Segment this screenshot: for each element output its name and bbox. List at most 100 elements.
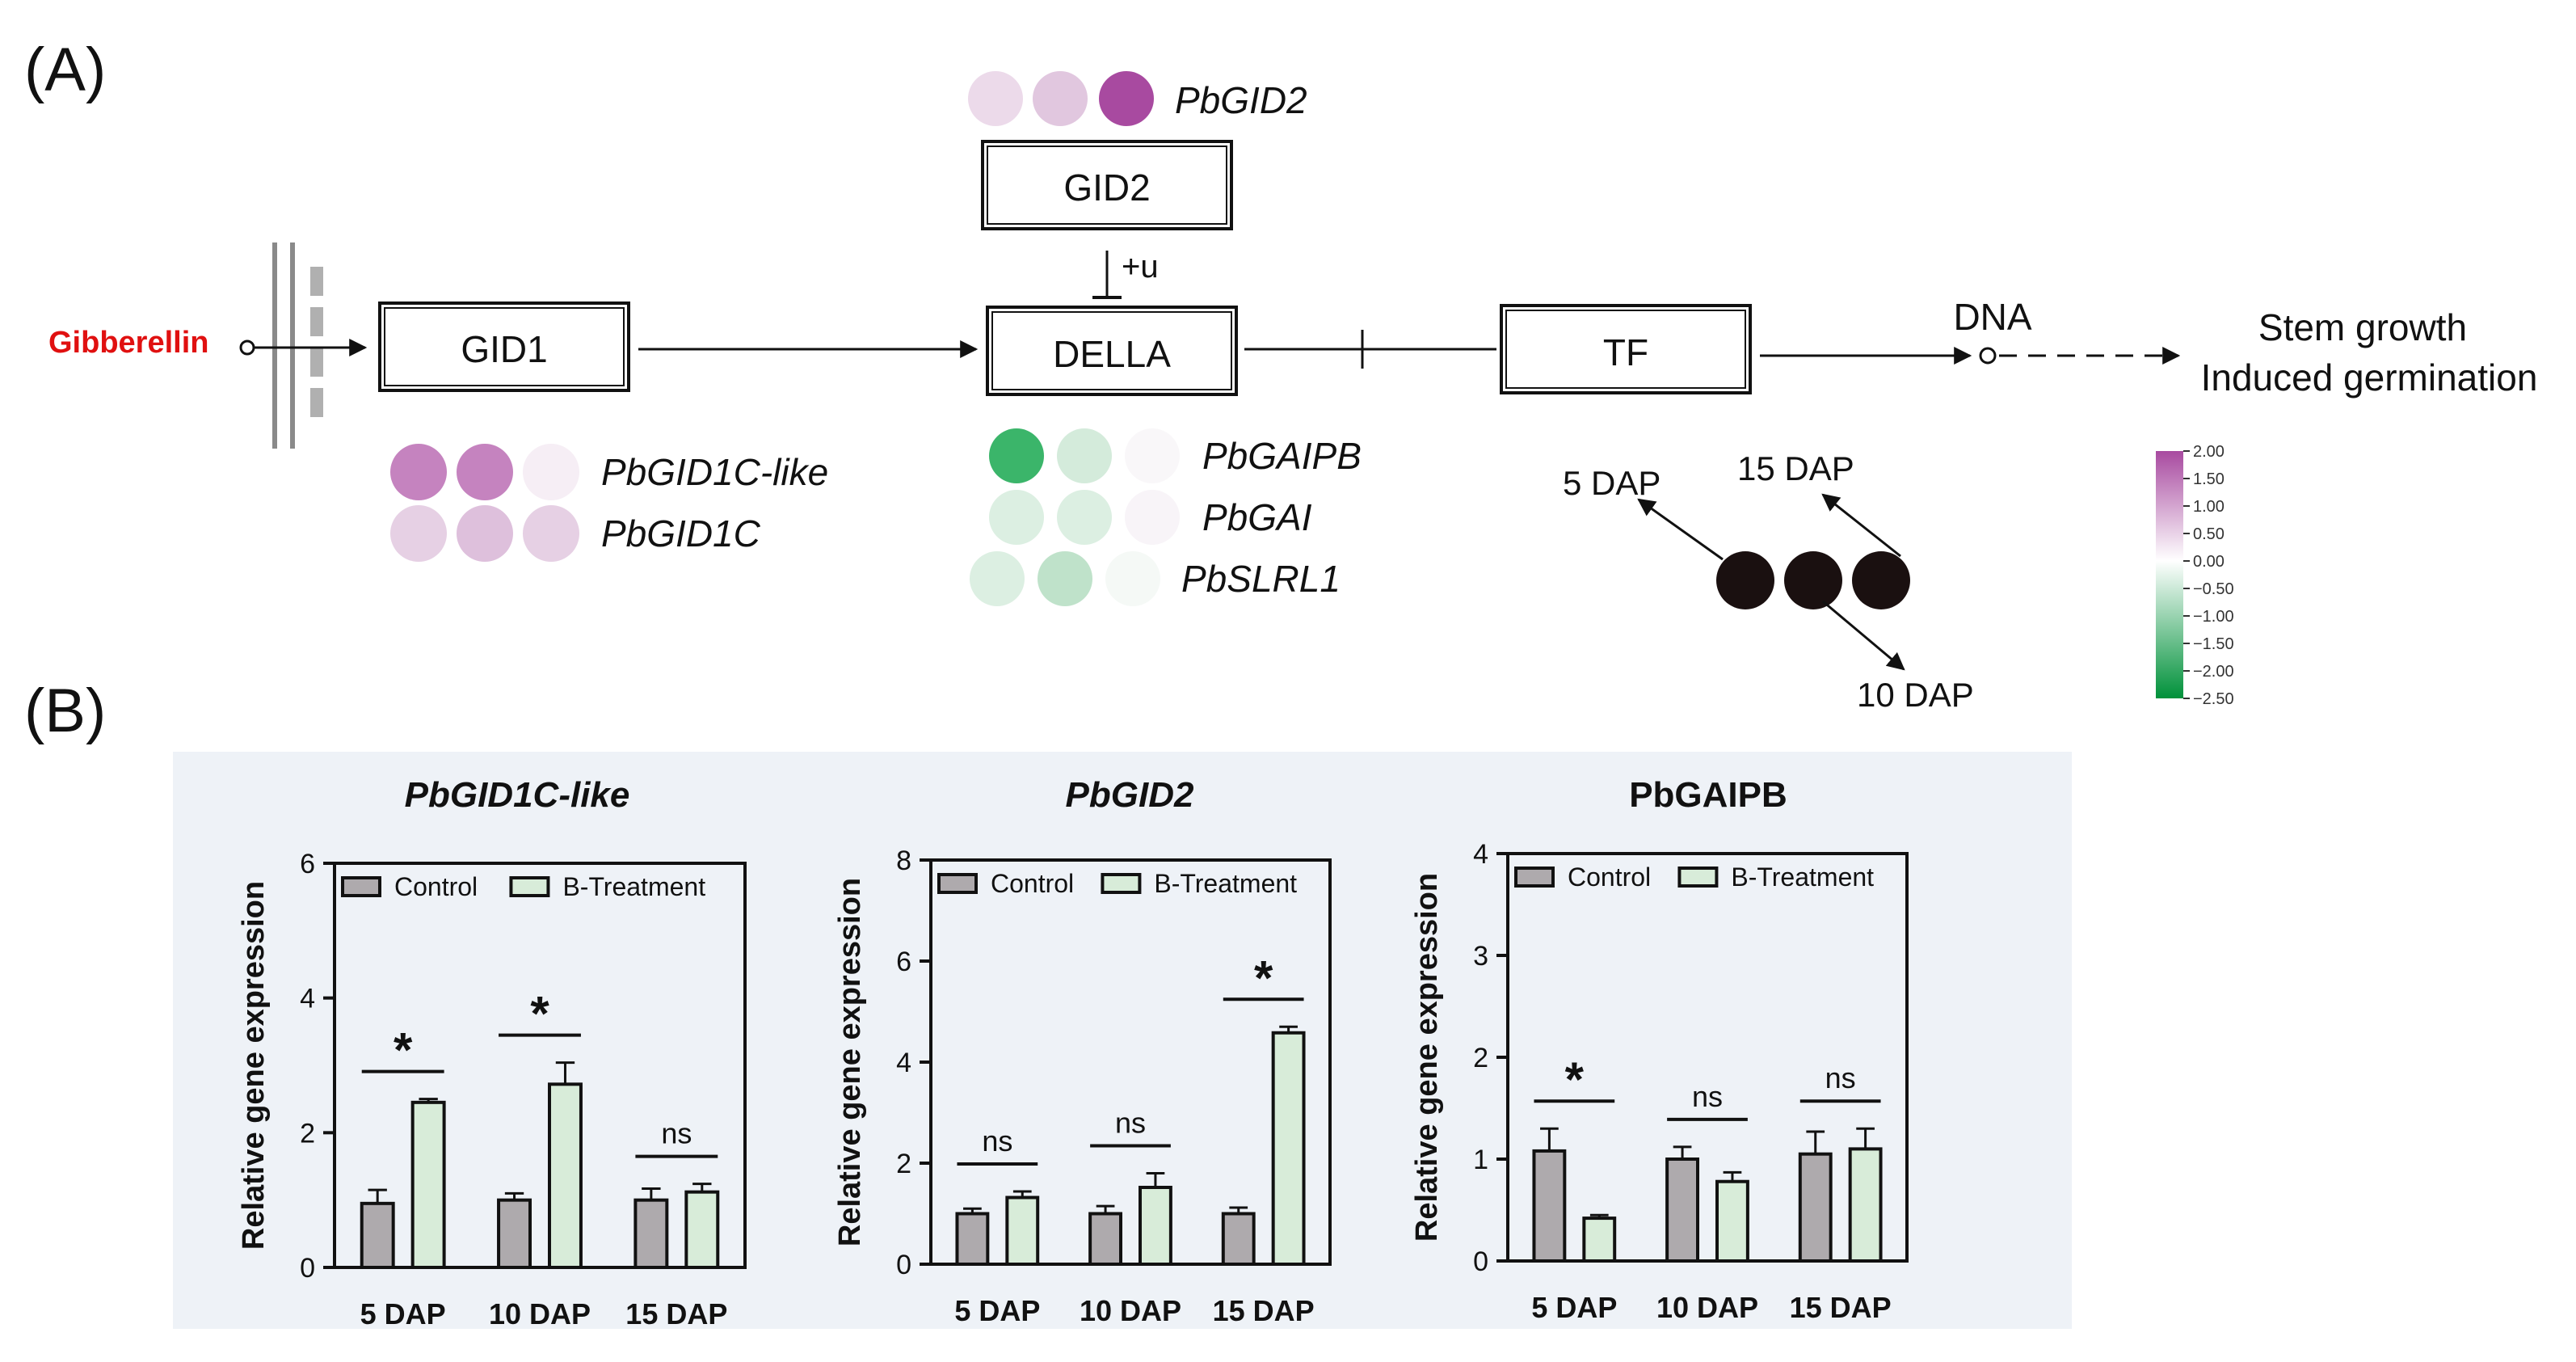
plot-frame <box>333 862 747 1269</box>
heat-dot <box>968 71 1023 126</box>
gene-label-pbgid1c: PbGID1C <box>601 512 761 554</box>
bar-treatment <box>1271 1031 1306 1266</box>
significance-label: ns <box>661 1117 692 1150</box>
significance-label: * <box>1565 1052 1585 1107</box>
colorbar-tick-label: 1.00 <box>2193 498 2225 516</box>
della-box-inner <box>991 311 1232 390</box>
bar-control <box>633 1198 669 1269</box>
dna-label: DNA <box>1953 296 2031 338</box>
tf-box-inner <box>1505 310 1746 389</box>
heatmap-pbgid2: PbGID2 <box>968 71 1307 126</box>
heat-dot <box>1125 490 1180 545</box>
chart-title: PbGAIPB <box>1629 775 1787 815</box>
legend-label-control: Control <box>1568 862 1651 892</box>
gid2-label: GID2 <box>1063 167 1150 209</box>
y-axis-label: Relative gene expression <box>833 878 867 1246</box>
tf-box <box>1500 304 1752 394</box>
timepoint-label-5dap: 5 DAP <box>1563 464 1661 502</box>
colorbar-tick-label: −2.50 <box>2193 690 2234 708</box>
y-tick-label: 6 <box>300 849 315 879</box>
colorbar-tick-label: −1.50 <box>2193 635 2234 653</box>
significance-label: * <box>394 1023 413 1077</box>
y-tick-label: 0 <box>300 1253 315 1284</box>
colorbar-tick-label: 2.00 <box>2193 443 2225 461</box>
y-axis-label: Relative gene expression <box>237 881 271 1250</box>
y-tick-label: 0 <box>896 1250 911 1280</box>
gene-label-pbslrl1: PbSLRL1 <box>1181 558 1341 600</box>
heat-dot <box>457 505 513 562</box>
heat-dot <box>1105 551 1160 606</box>
significance-label: ns <box>1692 1080 1723 1113</box>
legend-swatch-control <box>1514 867 1555 888</box>
gene-label-pbgai: PbGAI <box>1202 496 1312 538</box>
heat-dot <box>1033 71 1088 126</box>
gibberellin-dot <box>239 339 255 356</box>
chart-title: PbGID2 <box>1066 775 1194 815</box>
legend-label-control: Control <box>991 869 1074 898</box>
colorbar: 2.001.501.000.500.00−0.50−1.00−1.50−2.00… <box>2156 443 2234 708</box>
legend-swatch-control <box>937 873 978 894</box>
colorbar-gradient <box>2156 451 2183 698</box>
outcome-line-2: Induced germination <box>2201 356 2538 398</box>
bar-control <box>1088 1212 1123 1266</box>
y-tick-label: 3 <box>1473 941 1488 972</box>
gene-label-pbgaipb: PbGAIPB <box>1202 435 1362 477</box>
timepoint-dot-5dap <box>1716 551 1774 609</box>
x-tick-label: 15 DAP <box>1213 1294 1315 1327</box>
gibberellin-label: Gibberellin <box>48 326 208 360</box>
gid1-box-inner <box>384 307 625 386</box>
heat-dot <box>1057 490 1112 545</box>
bar-treatment <box>548 1082 583 1270</box>
x-tick-label: 10 DAP <box>489 1297 591 1330</box>
bar-control <box>1532 1149 1567 1263</box>
bar-control <box>497 1198 532 1269</box>
gid2-box-inner <box>987 145 1227 225</box>
bar-treatment <box>1848 1147 1883 1263</box>
heatmap-della-genes: PbGAIPB PbGAI PbSLRL1 <box>970 428 1362 606</box>
legend-label-control: Control <box>394 872 478 901</box>
y-tick-label: 2 <box>1473 1043 1488 1073</box>
significance-label: * <box>1254 951 1273 1005</box>
timepoint-label-15dap: 15 DAP <box>1737 449 1854 487</box>
timepoint-arrow-10dap <box>1822 600 1905 671</box>
bar-treatment <box>410 1100 446 1270</box>
significance-label: * <box>530 987 549 1041</box>
bar-treatment <box>1139 1186 1172 1266</box>
heat-dot <box>523 444 579 500</box>
bar-control <box>1665 1157 1700 1263</box>
heat-dot <box>390 505 447 562</box>
x-tick-label: 5 DAP <box>360 1297 446 1330</box>
gene-label-pbgid1c-like: PbGID1C-like <box>601 451 828 493</box>
x-tick-label: 5 DAP <box>1531 1291 1617 1324</box>
legend-swatch-control <box>341 876 381 897</box>
x-tick-label: 15 DAP <box>625 1297 727 1330</box>
heat-dot <box>457 444 513 500</box>
bar-treatment <box>1005 1195 1040 1266</box>
legend-label-treatment: B-Treatment <box>562 872 705 901</box>
y-tick-label: 2 <box>896 1149 911 1179</box>
legend-label-treatment: B-Treatment <box>1154 869 1297 898</box>
y-tick-label: 4 <box>896 1048 911 1078</box>
y-tick-label: 4 <box>1473 839 1488 870</box>
colorbar-tick-label: 0.50 <box>2193 525 2225 543</box>
panel-label-a: (A) <box>24 36 106 104</box>
tf-label: TF <box>1603 331 1648 373</box>
y-tick-label: 8 <box>896 845 911 876</box>
heat-dot <box>1099 71 1154 126</box>
y-tick-label: 1 <box>1473 1145 1488 1175</box>
significance-label: ns <box>1825 1061 1856 1094</box>
timepoint-dot-10dap <box>1784 551 1842 609</box>
timepoint-arrow-15dap <box>1821 493 1901 558</box>
x-tick-label: 15 DAP <box>1790 1291 1892 1324</box>
colorbar-tick-label: 0.00 <box>2193 553 2225 571</box>
della-label: DELLA <box>1053 333 1171 375</box>
heat-dot <box>970 551 1025 606</box>
x-tick-label: 5 DAP <box>954 1294 1040 1327</box>
bar-treatment <box>1715 1179 1749 1263</box>
y-tick-label: 6 <box>896 947 911 977</box>
gid1-label: GID1 <box>461 328 547 370</box>
